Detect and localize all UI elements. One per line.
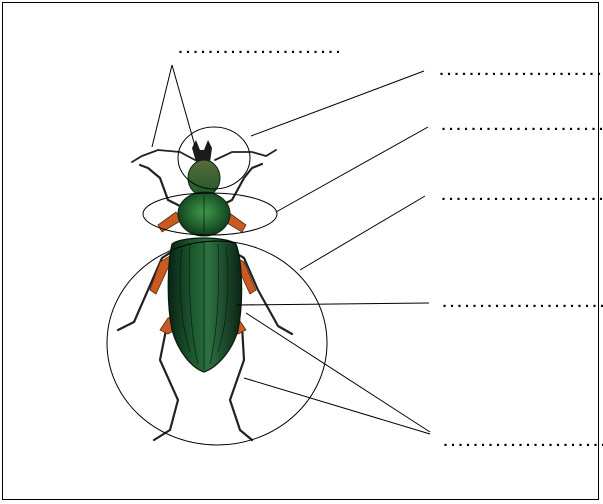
legs-leader-lower (244, 378, 430, 434)
head-leader (251, 71, 424, 136)
wings-answer-blank[interactable]: ...................... (440, 296, 603, 312)
head-answer-blank[interactable]: ...................... (437, 64, 602, 80)
thorax-leader (276, 127, 428, 212)
legs-leader-upper (246, 313, 430, 432)
beetle-abdomen (168, 238, 241, 372)
antennae-leader-left (152, 65, 172, 147)
antennae-answer-blank[interactable]: ...................... (176, 42, 341, 58)
antennae-leader-right (172, 65, 195, 146)
legs-answer-blank[interactable]: ...................... (441, 435, 603, 451)
abdomen-answer-blank[interactable]: ...................... (439, 189, 603, 205)
beetle-thorax (178, 192, 230, 236)
thorax-answer-blank[interactable]: ...................... (439, 119, 603, 135)
abdomen-leader (300, 196, 425, 270)
